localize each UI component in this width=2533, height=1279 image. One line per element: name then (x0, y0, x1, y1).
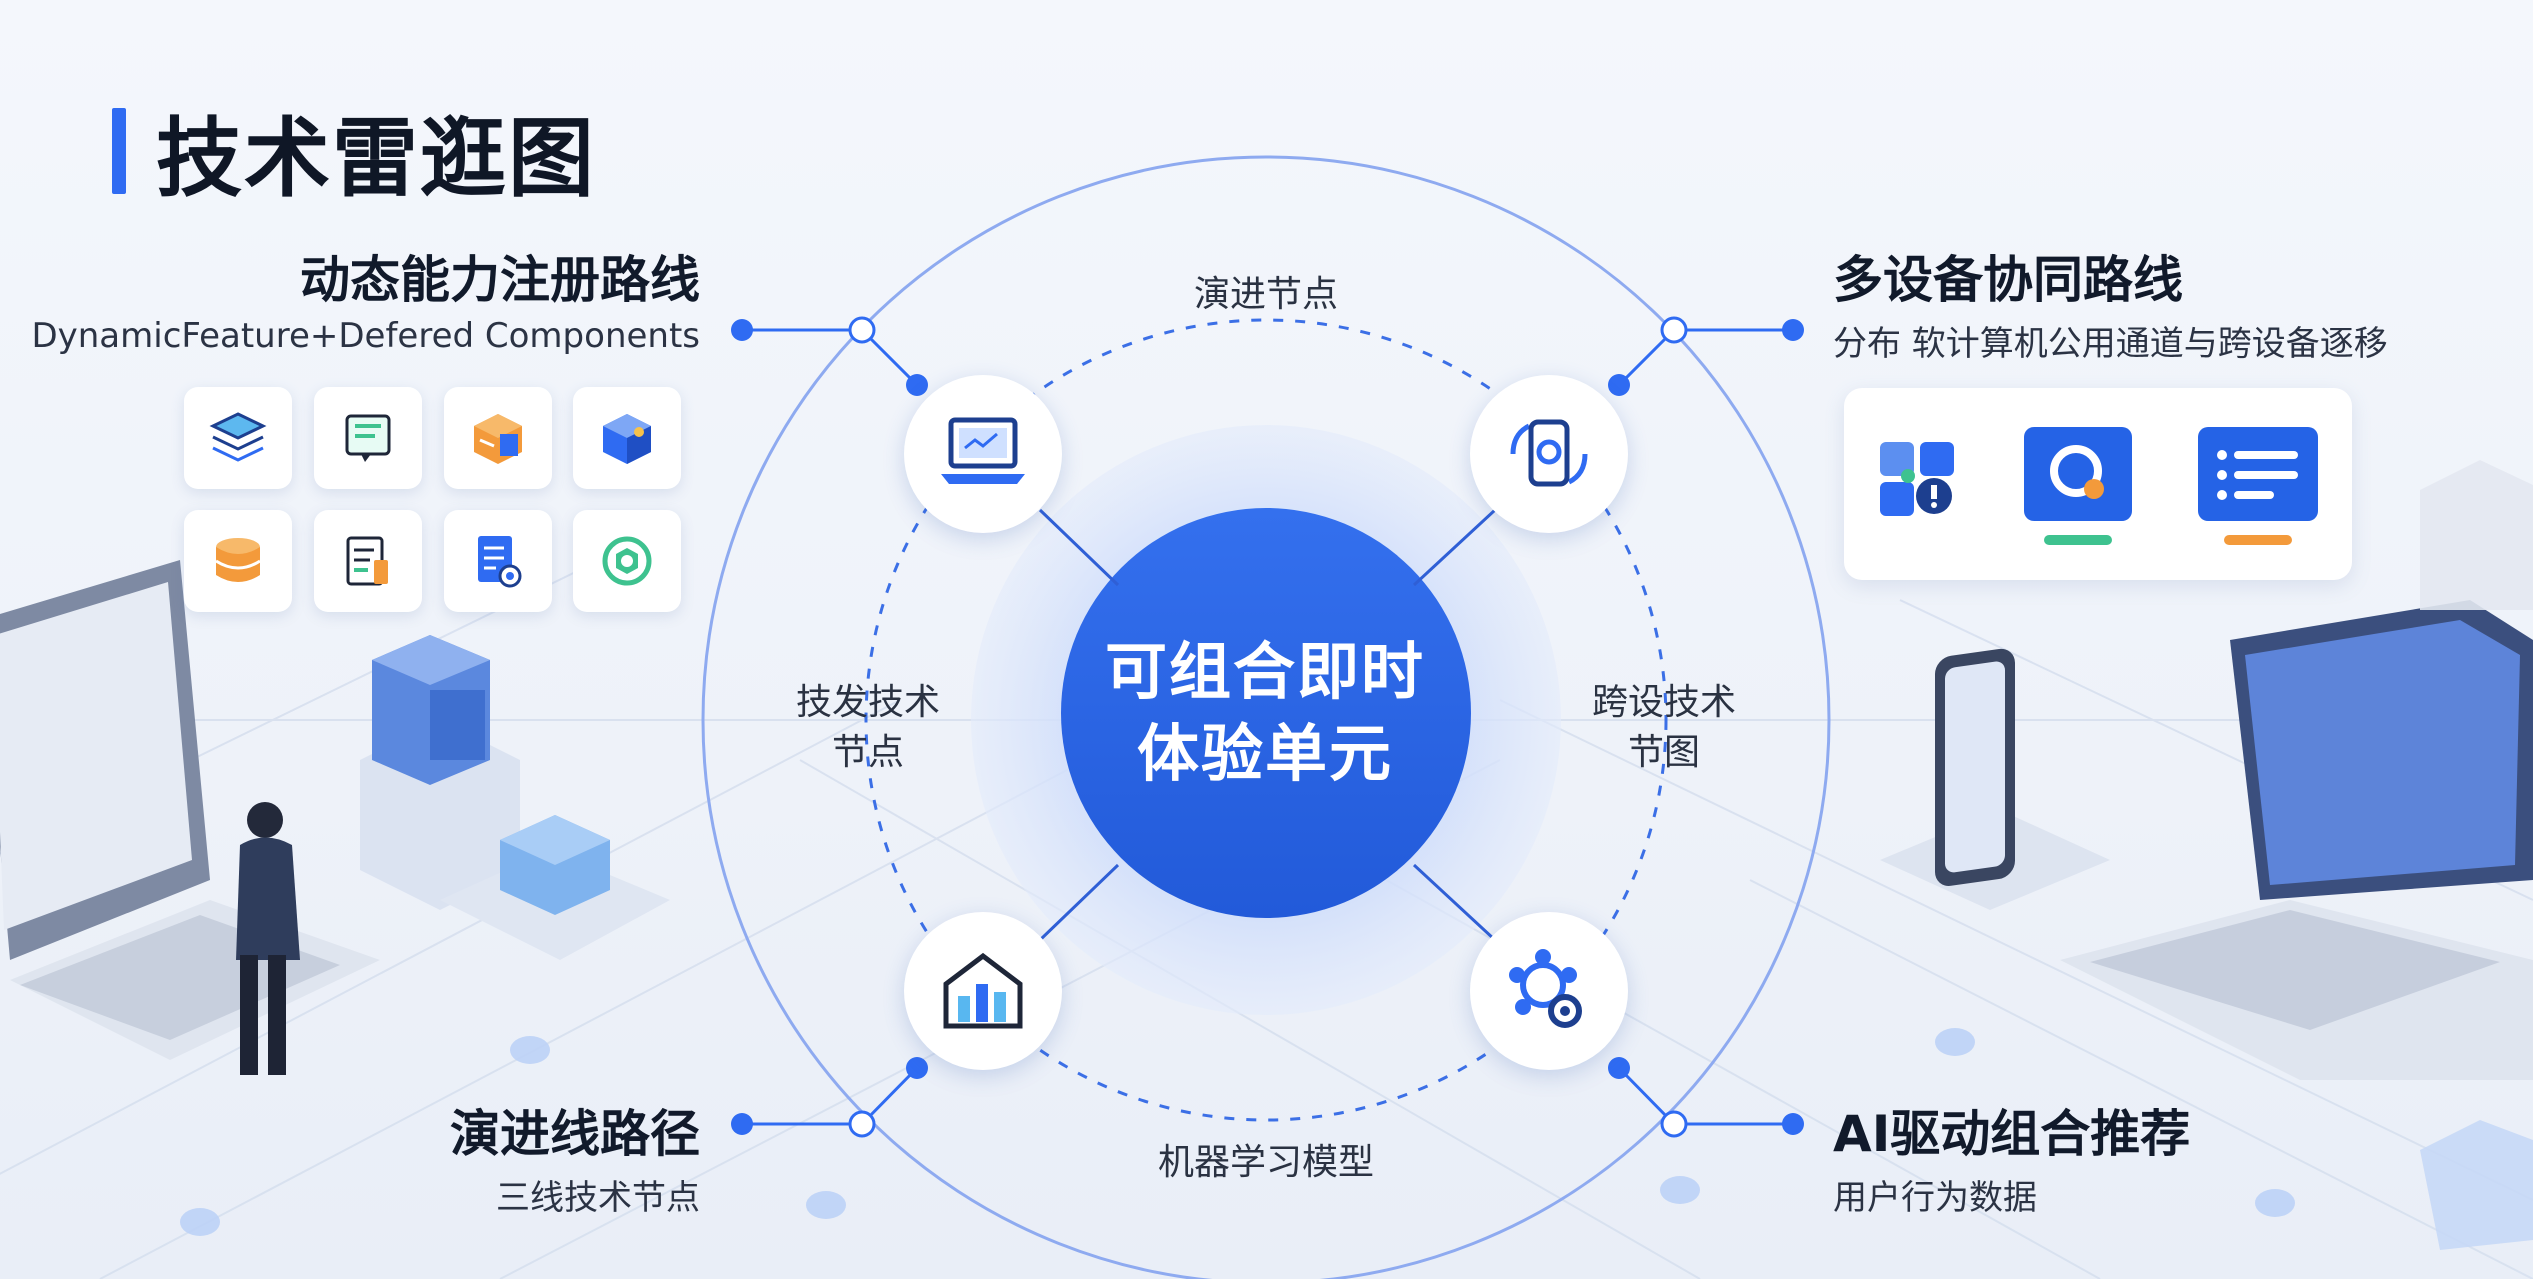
flow-step-green-bar (2044, 535, 2112, 545)
route-subtitle-evolution: 三线技术节点 (496, 1178, 700, 1218)
flow-step-app-grid (1878, 438, 1958, 518)
route-subtitle-multi-device: 分布 软计算机公用通道与跨设备逐移 (1833, 324, 2388, 364)
ring-label-right-line1: 跨设技术 (1591, 682, 1736, 723)
node-top-left (904, 375, 1062, 533)
list-window-icon (2217, 450, 2298, 500)
layers-icon (209, 412, 267, 462)
route-title-dynamic-feature: 动态能力注册路线 (300, 251, 700, 309)
node-bottom-right (1470, 912, 1628, 1070)
flow-step-search-window (2024, 427, 2132, 521)
route-title-evolution: 演进线路径 (450, 1105, 700, 1163)
flow-step-list-window (2198, 427, 2318, 521)
device-sync-icon (1510, 419, 1588, 487)
feature-tile-document-chat (314, 387, 422, 489)
route-title-ai-recommend: AI驱动组合推荐 (1833, 1105, 2191, 1163)
chart-house-icon (943, 952, 1023, 1029)
feature-tile-module-box (444, 387, 552, 489)
feature-tile-clipboard (314, 510, 422, 612)
title-accent-bar (112, 107, 126, 194)
cube-icon (603, 414, 651, 464)
clipboard-icon (346, 536, 388, 586)
route-subtitle-dynamic-feature: DynamicFeature+Defered Components (31, 316, 700, 356)
box-illustration (440, 815, 670, 960)
module-box-icon (474, 414, 522, 464)
database-icon (215, 538, 261, 582)
search-window-icon (2050, 445, 2104, 499)
spokes (1038, 508, 1497, 942)
right-laptop-illustration (2060, 600, 2533, 1080)
center-label-line1: 可组合即时 (1104, 635, 1425, 708)
feature-tile-cube (573, 387, 681, 489)
feature-tile-database (184, 510, 292, 612)
flow-step-orange-bar (2224, 535, 2292, 545)
route-subtitle-ai-recommend: 用户行为数据 (1833, 1178, 2037, 1218)
laptop-icon (941, 417, 1025, 484)
hex-gear-icon (602, 536, 652, 586)
left-laptop-illustration (0, 560, 380, 1060)
outer-ring (701, 155, 1831, 1279)
ring-label-left: 技发技术 节点 (768, 678, 968, 778)
dashed-ring (864, 318, 1668, 1122)
ring-label-right: 跨设技术 节图 (1564, 678, 1764, 778)
connectors (742, 316, 1793, 1138)
center-label-line2: 体验单元 (1136, 717, 1393, 790)
right-block-illustration (2420, 460, 2533, 1250)
feature-tile-file-settings (444, 510, 552, 612)
ring-label-left-line2: 节点 (831, 732, 904, 773)
connector-dots (731, 319, 1804, 1135)
page-header: 技术雷逛图 (112, 88, 596, 213)
node-bottom-left (904, 912, 1062, 1070)
right-phone-illustration (1880, 648, 2110, 910)
ring-label-bottom: 机器学习模型 (1157, 1142, 1374, 1183)
center-label: 可组合即时 体验单元 (1065, 513, 1465, 913)
person-illustration (236, 802, 300, 1075)
center-core (1061, 508, 1471, 918)
document-chat-icon (345, 414, 391, 462)
feature-tile-layers (184, 387, 292, 489)
page-title: 技术雷逛图 (156, 109, 596, 209)
app-grid-icon (1880, 442, 1954, 516)
ring-label-top: 演进节点 (1193, 274, 1338, 315)
ring-label-left-line1: 技发技术 (795, 682, 940, 723)
gear-network-icon (1509, 949, 1582, 1028)
route-title-multi-device: 多设备协同路线 (1833, 251, 2183, 309)
feature-tile-hex-gear (573, 510, 681, 612)
server-illustration (360, 635, 520, 910)
ring-label-right-line2: 节图 (1627, 732, 1700, 773)
node-top-right (1470, 375, 1628, 533)
file-settings-icon (478, 536, 522, 588)
